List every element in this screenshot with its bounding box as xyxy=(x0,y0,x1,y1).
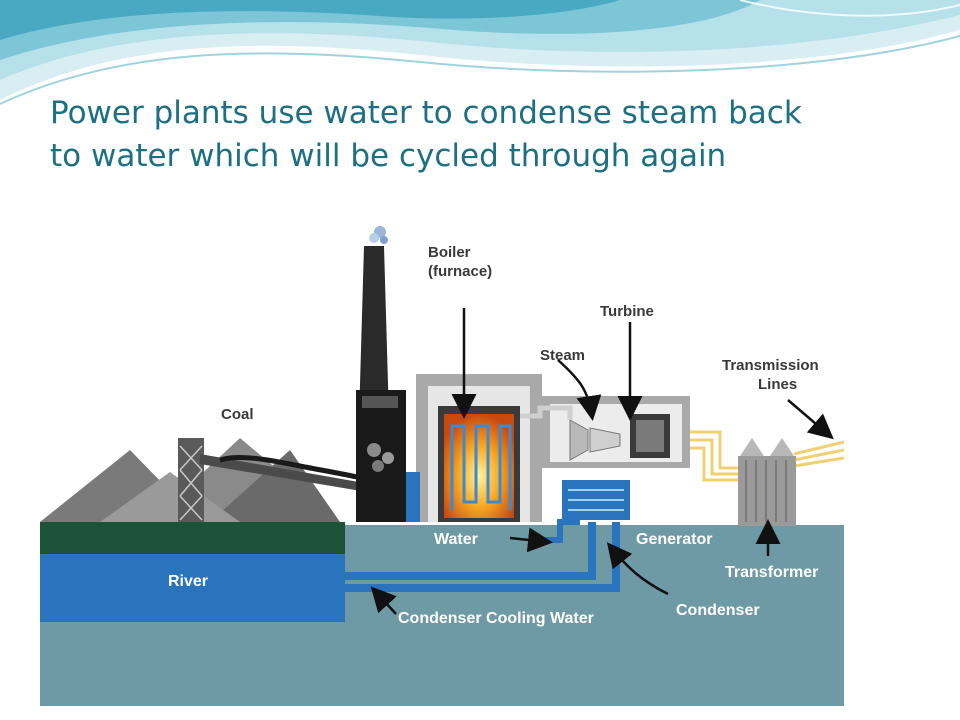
label-water: Water xyxy=(434,531,478,548)
leader-arrows xyxy=(370,308,834,615)
label-turbine: Turbine xyxy=(600,303,654,320)
river-band xyxy=(40,554,345,622)
grass-strip xyxy=(40,522,345,554)
label-condenser: Condenser xyxy=(676,602,760,619)
header-wave-decoration xyxy=(0,0,960,105)
transformer xyxy=(738,438,796,526)
smokestack xyxy=(356,226,406,522)
condenser xyxy=(540,468,634,543)
label-river: River xyxy=(168,573,208,590)
label-generator: Generator xyxy=(636,531,712,548)
label-boiler-furnace: (furnace) xyxy=(428,263,492,280)
label-boiler: Boiler xyxy=(428,244,471,261)
label-transformer: Transformer xyxy=(725,564,818,581)
power-plant-illustration: Boiler (furnace) Turbine Steam Transmiss… xyxy=(40,226,844,706)
turbine-hall xyxy=(520,396,690,468)
label-transmission-lines: Lines xyxy=(758,376,797,393)
transmission-lines xyxy=(690,430,844,482)
label-condenser-cooling-water: Condenser Cooling Water xyxy=(398,610,594,627)
slide-title: Power plants use water to condense steam… xyxy=(50,92,930,178)
power-plant-diagram: Boiler (furnace) Turbine Steam Transmiss… xyxy=(40,210,844,706)
boiler-house xyxy=(406,374,542,522)
label-transmission: Transmission xyxy=(722,357,819,374)
slide-title-line-1: Power plants use water to condense steam… xyxy=(50,95,802,131)
label-steam: Steam xyxy=(540,347,585,364)
slide-title-line-2: to water which will be cycled through ag… xyxy=(50,138,727,174)
label-coal: Coal xyxy=(221,406,254,423)
